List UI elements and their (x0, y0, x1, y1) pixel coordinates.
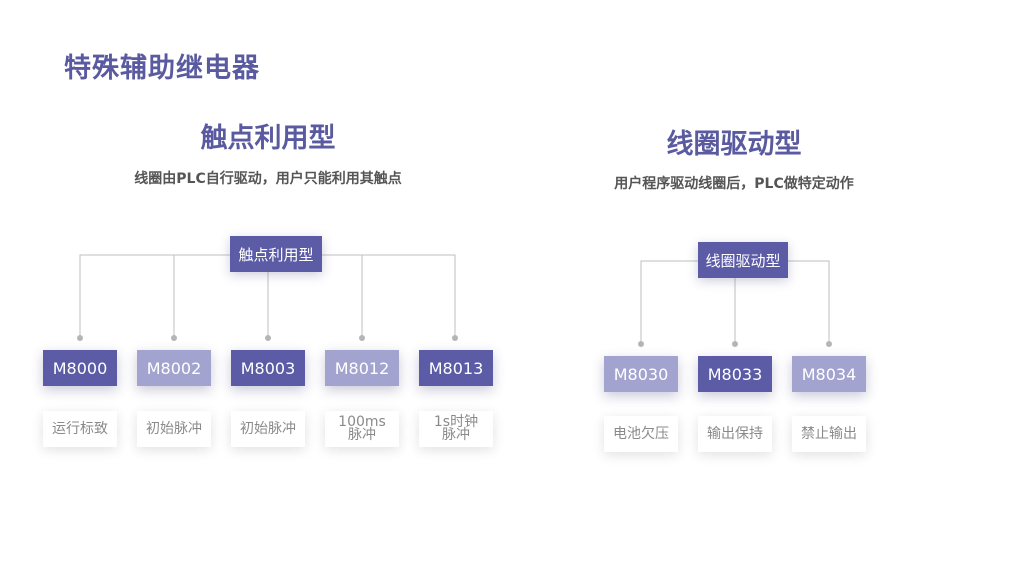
right-section-title: 线圈驱动型 (666, 129, 802, 160)
right-node-dot-1 (638, 341, 644, 347)
right-node-dot-2 (732, 341, 738, 347)
desc-m8000: 运行标致 (43, 411, 117, 447)
left-section-title: 触点利用型 (200, 123, 336, 154)
code-box-m8030: M8030 (604, 356, 678, 392)
left-node-dot-3 (265, 335, 271, 341)
right-node-dot-3 (826, 341, 832, 347)
code-box-m8034: M8034 (792, 356, 866, 392)
code-box-m8013: M8013 (419, 350, 493, 386)
desc-m8034: 禁止输出 (792, 416, 866, 452)
desc-m8003: 初始脉冲 (231, 411, 305, 447)
right-hub-box: 线圈驱动型 (698, 242, 788, 278)
left-node-dot-2 (171, 335, 177, 341)
left-node-dot-1 (77, 335, 83, 341)
desc-m8033: 输出保持 (698, 416, 772, 452)
page-title: 特殊辅助继电器 (64, 53, 260, 84)
left-hub-box: 触点利用型 (230, 236, 322, 272)
desc-m8013: 1s时钟 脉冲 (419, 411, 493, 447)
desc-m8012: 100ms 脉冲 (325, 411, 399, 447)
code-box-m8000: M8000 (43, 350, 117, 386)
desc-m8030: 电池欠压 (604, 416, 678, 452)
left-node-dot-5 (452, 335, 458, 341)
code-box-m8012: M8012 (325, 350, 399, 386)
code-box-m8002: M8002 (137, 350, 211, 386)
desc-m8002: 初始脉冲 (137, 411, 211, 447)
code-box-m8033: M8033 (698, 356, 772, 392)
code-box-m8003: M8003 (231, 350, 305, 386)
right-section-subtitle: 用户程序驱动线圈后，PLC做特定动作 (614, 176, 854, 192)
left-node-dot-4 (359, 335, 365, 341)
left-section-subtitle: 线圈由PLC自行驱动，用户只能利用其触点 (134, 171, 402, 187)
